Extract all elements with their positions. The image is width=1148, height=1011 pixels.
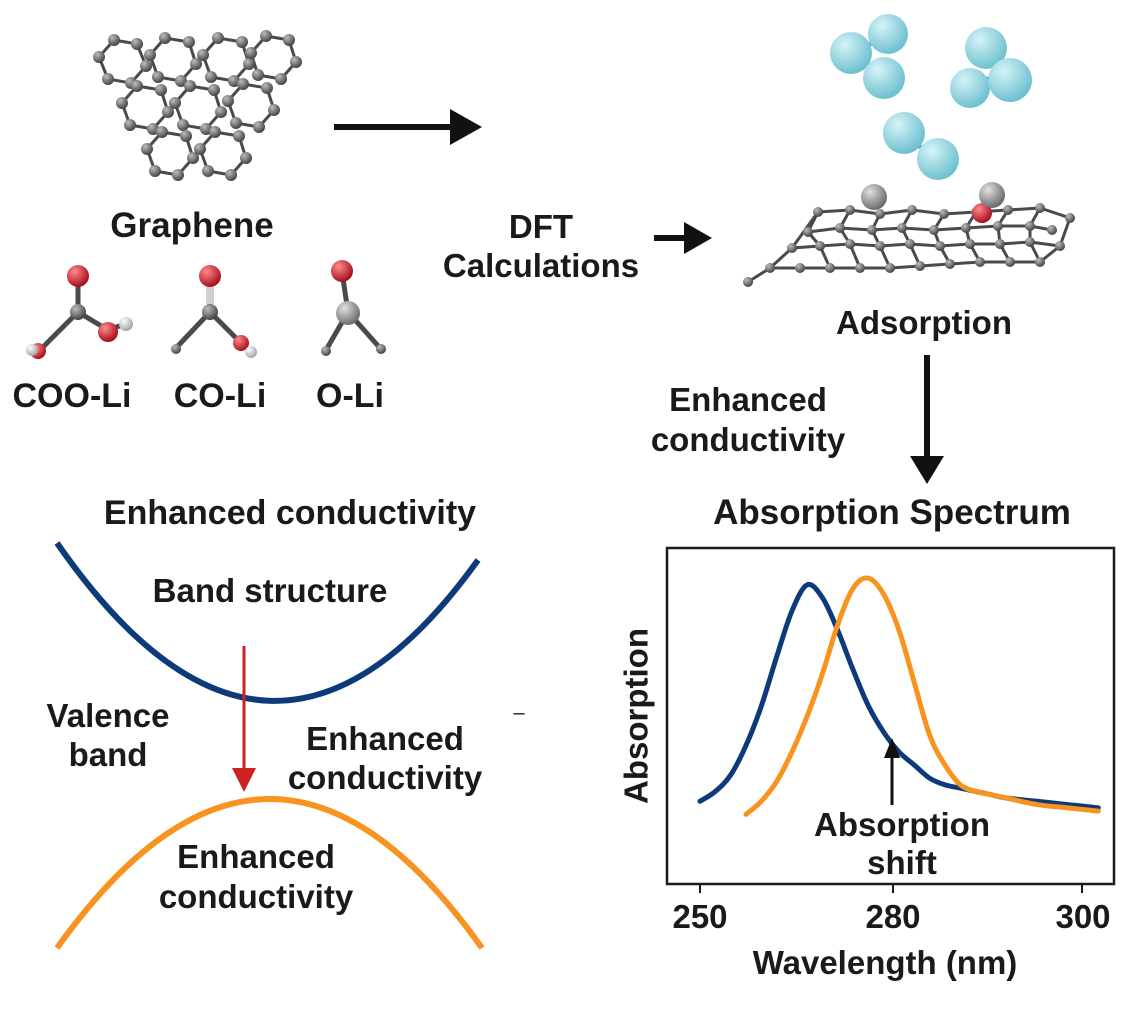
gap-label-line2: conductivity	[287, 759, 483, 796]
coo-li-molecule	[26, 265, 133, 359]
x-tick-label-280: 280	[865, 898, 921, 935]
shift-annotation-line1: Absorption	[814, 806, 990, 843]
co-li-label: CO-Li	[173, 377, 267, 415]
y-axis-label: Absorption	[617, 628, 655, 804]
dft-label-line1: DFT	[508, 208, 574, 245]
absorption-spectrum-chart	[665, 546, 1116, 893]
coo-li-label: COO-Li	[12, 377, 132, 415]
top-arrow	[334, 109, 482, 145]
lower-band-label-line1: Enhanced	[177, 838, 335, 875]
x-tick-label-250: 250	[672, 898, 728, 935]
band-diagram	[54, 541, 485, 950]
valence-band-label-line2: band	[68, 736, 148, 773]
o-li-molecule	[321, 260, 386, 356]
valence-band-label-line1: Valence	[46, 697, 170, 734]
band-structure-label: Band structure	[152, 572, 388, 609]
adsorption-label: Adsorption	[836, 304, 1012, 341]
lower-band-label-line2: conductivity	[158, 878, 354, 915]
valence-band-curve	[54, 796, 485, 950]
dft-label-line2: Calculations	[442, 247, 640, 284]
dft-arrow	[654, 222, 712, 254]
co-li-molecule	[171, 265, 257, 358]
down-arrow	[910, 355, 944, 484]
enhanced-label-line2: conductivity	[650, 421, 846, 458]
lithium-dimers	[830, 14, 1032, 180]
gap-label-line1: Enhanced	[306, 720, 464, 757]
x-axis-label: Wavelength (nm)	[752, 944, 1018, 981]
conduction-band-curve	[54, 541, 481, 704]
enhanced-label-line1: Enhanced	[669, 381, 827, 418]
spectrum-series-2	[743, 575, 1101, 817]
stray-dash: –	[513, 702, 525, 724]
x-tick-label-300: 300	[1055, 898, 1111, 935]
graphene-molecule	[93, 30, 302, 181]
graphene-label: Graphene	[110, 206, 274, 245]
shift-annotation-line2: shift	[867, 844, 937, 881]
adsorption-sheet	[743, 182, 1075, 287]
band-diagram-title: Enhanced conductivity	[103, 494, 477, 532]
spectrum-title: Absorption Spectrum	[713, 493, 1071, 532]
o-li-label: O-Li	[316, 377, 384, 415]
